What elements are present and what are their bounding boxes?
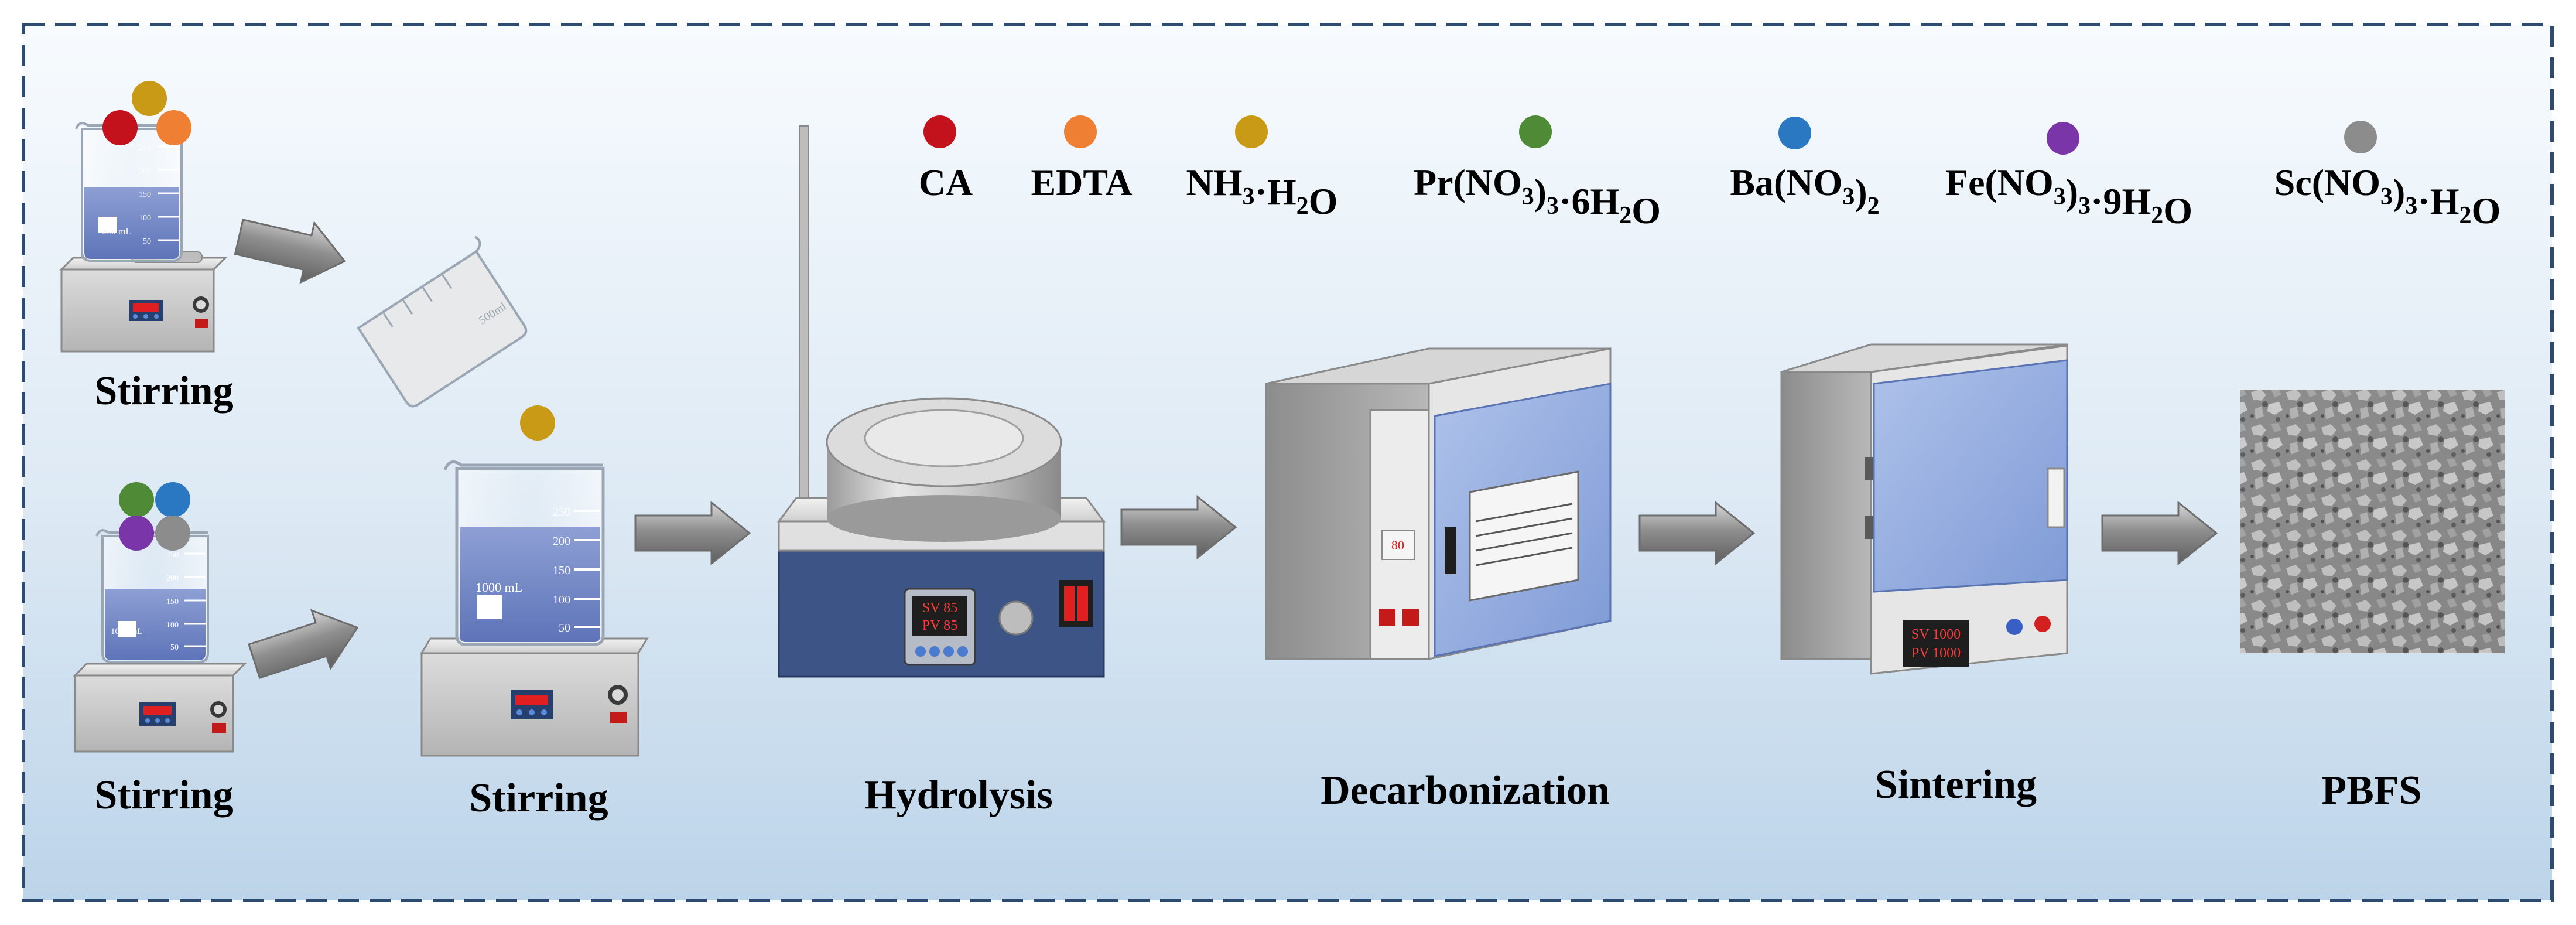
legend-dot-ca <box>923 115 956 148</box>
beaker-3-tick-100: 100 <box>553 593 570 606</box>
legend-label-pr: Pr(NO3)3·6H2O <box>1414 162 1661 231</box>
legend-dot-edta <box>1064 115 1097 148</box>
step-label-hydrolysis: Hydrolysis <box>864 773 1053 818</box>
reagent-dot-edta <box>156 110 191 145</box>
step-label-stirring-3: Stirring <box>469 776 608 821</box>
step-label-decarbonization: Decarbonization <box>1321 768 1610 813</box>
beaker-1-tick-250: 250 <box>139 144 151 152</box>
reagent-dot-ba <box>155 482 190 517</box>
pouring-beaker: 500ml <box>357 235 528 408</box>
legend-label-fe: Fe(NO3)3·9H2O <box>1945 162 2192 231</box>
hydrolysis-sv-readout: SV 85 <box>922 600 957 616</box>
step-label-sintering: Sintering <box>1875 762 2037 807</box>
reagent-dot-nh3-drop <box>520 405 555 441</box>
step-label-pbfs: PBFS <box>2321 768 2421 813</box>
heating-mantle: SV 85 PV 85 <box>777 125 1106 678</box>
beaker-2-tick-50: 50 <box>170 643 179 652</box>
legend-label-edta: EDTA <box>1031 162 1132 203</box>
step-label-stirring-1: Stirring <box>94 368 233 414</box>
process-arrow-2 <box>248 609 359 679</box>
magnetic-stirrer-2 <box>73 663 247 753</box>
beaker-2-tick-100: 100 <box>166 621 179 630</box>
beaker-3: 250 200 150 100 50 1000 mL <box>443 460 605 646</box>
magnetic-stirrer-3 <box>420 637 649 757</box>
reagent-dot-pr <box>119 482 154 517</box>
beaker-2: 250 200 150 100 50 1000 mL <box>95 529 209 663</box>
beaker-3-volume: 1000 mL <box>475 580 522 595</box>
legend-dot-fe <box>2047 122 2079 155</box>
beaker-1-tick-150: 150 <box>139 190 151 199</box>
muffle-furnace: SV 1000 PV 1000 <box>1780 343 2068 675</box>
reagent-legend: CA EDTA NH3·H2O Pr(NO3)3·6H2O Ba(NO3)2 Fe(NO3… <box>919 115 2500 231</box>
legend-label-ca: CA <box>919 162 973 203</box>
beaker-3-tick-200: 200 <box>553 535 570 548</box>
reagent-dot-ca <box>102 110 138 145</box>
drying-oven: 80 <box>1265 347 1612 660</box>
beaker-1-tick-100: 100 <box>139 214 151 223</box>
beaker-1-tick-50: 50 <box>143 237 151 246</box>
beaker-2-volume: 1000 mL <box>111 627 143 636</box>
furnace-sv-readout: SV 1000 <box>1911 627 1961 642</box>
beaker-2-tick-150: 150 <box>166 598 179 606</box>
beaker-3-tick-150: 150 <box>553 564 570 577</box>
furnace-pv-readout: PV 1000 <box>1911 646 1961 661</box>
beaker-3-tick-250: 250 <box>553 506 570 518</box>
process-arrow-4 <box>1120 494 1237 560</box>
reagent-dot-nh3 <box>132 81 167 116</box>
legend-label-nh3: NH3·H2O <box>1186 162 1338 222</box>
beaker-2-tick-250: 250 <box>166 551 179 559</box>
process-arrow-5 <box>1638 500 1756 566</box>
legend-dot-sc <box>2344 121 2377 153</box>
beaker-3-tick-50: 50 <box>559 622 570 634</box>
process-arrow-3 <box>634 500 751 566</box>
pbfs-sem-image <box>2240 390 2505 653</box>
beaker-2-tick-200: 200 <box>166 574 179 583</box>
legend-dot-ba <box>1778 117 1811 149</box>
step-label-stirring-2: Stirring <box>94 773 233 818</box>
legend-dot-nh3 <box>1235 115 1268 148</box>
beaker-1-tick-200: 200 <box>139 167 151 176</box>
oven-readout: 80 <box>1391 538 1404 552</box>
reagent-dot-sc <box>155 516 190 551</box>
beaker-1: 250 200 150 100 50 200 mL <box>75 122 183 262</box>
reagent-dot-fe <box>119 516 154 551</box>
legend-dot-pr <box>1519 115 1552 148</box>
legend-label-sc: Sc(NO3)3·H2O <box>2274 162 2501 231</box>
beaker-1-volume: 200 mL <box>102 227 131 237</box>
hydrolysis-pv-readout: PV 85 <box>922 618 957 633</box>
process-arrow-6 <box>2101 500 2218 566</box>
process-arrow-1 <box>234 219 346 284</box>
legend-label-ba: Ba(NO3)2 <box>1730 162 1879 220</box>
magnetic-stirrer-1 <box>59 251 228 353</box>
